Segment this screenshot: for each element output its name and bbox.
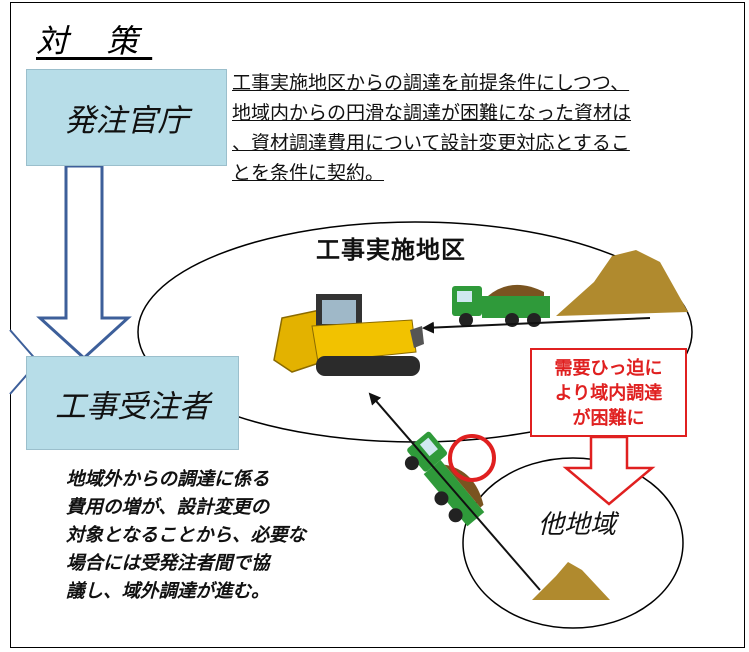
note-line: 議し、域外調達が進む。	[66, 581, 270, 602]
callout-line: が困難に	[572, 408, 645, 429]
note-line: 地域外からの調達に係る	[66, 469, 270, 490]
supply-shortage-arrow	[562, 435, 656, 506]
orderer-label: 発注官庁	[64, 103, 189, 139]
work-area-ellipse	[137, 221, 693, 443]
note-line: 対象となることから、必要な	[66, 525, 306, 546]
note-line: 場合には受発注者間で協	[66, 553, 270, 574]
supply-shortage-callout: 需要ひっ迫に より域内調達 が困難に	[530, 348, 687, 437]
dump-truck-icon	[404, 431, 485, 527]
highlight-circle	[448, 434, 496, 482]
policy-line: 、資材調達費用について設計変更対応とするこ	[232, 132, 630, 154]
other-area-label: 他地域	[538, 510, 617, 540]
supply-arrow-local	[422, 317, 651, 334]
note-line: 費用の増が、設計変更の	[66, 497, 270, 518]
callout-line: 需要ひっ迫に	[554, 358, 663, 379]
other-area-ellipse	[462, 457, 684, 629]
soil-pile-icon	[556, 250, 688, 316]
soil-pile-icon	[532, 562, 610, 600]
order-flow-arrow	[36, 164, 132, 361]
policy-line: 工事実施地区からの調達を前提条件にしつつ、	[232, 72, 630, 94]
policy-line: 地域内からの円滑な調達が困難になった資材は	[232, 102, 632, 124]
work-area-label: 工事実施地区	[316, 236, 466, 264]
dump-truck-icon	[452, 284, 550, 327]
callout-line: より域内調達	[554, 383, 663, 404]
page-title: 対 策	[36, 22, 153, 60]
contractor-box: 工事受注者	[26, 356, 239, 450]
supply-arrow-external	[368, 392, 541, 591]
orderer-box: 発注官庁	[26, 69, 227, 166]
policy-description: 工事実施地区からの調達を前提条件にしつつ、 地域内からの円滑な調達が困難になった…	[232, 68, 717, 188]
cost-note: 地域外からの調達に係る 費用の増が、設計変更の 対象となることから、必要な 場合…	[66, 466, 346, 606]
bulldozer-icon	[273, 294, 424, 376]
policy-line: とを条件に契約。	[232, 162, 385, 184]
contractor-label: 工事受注者	[55, 388, 210, 425]
